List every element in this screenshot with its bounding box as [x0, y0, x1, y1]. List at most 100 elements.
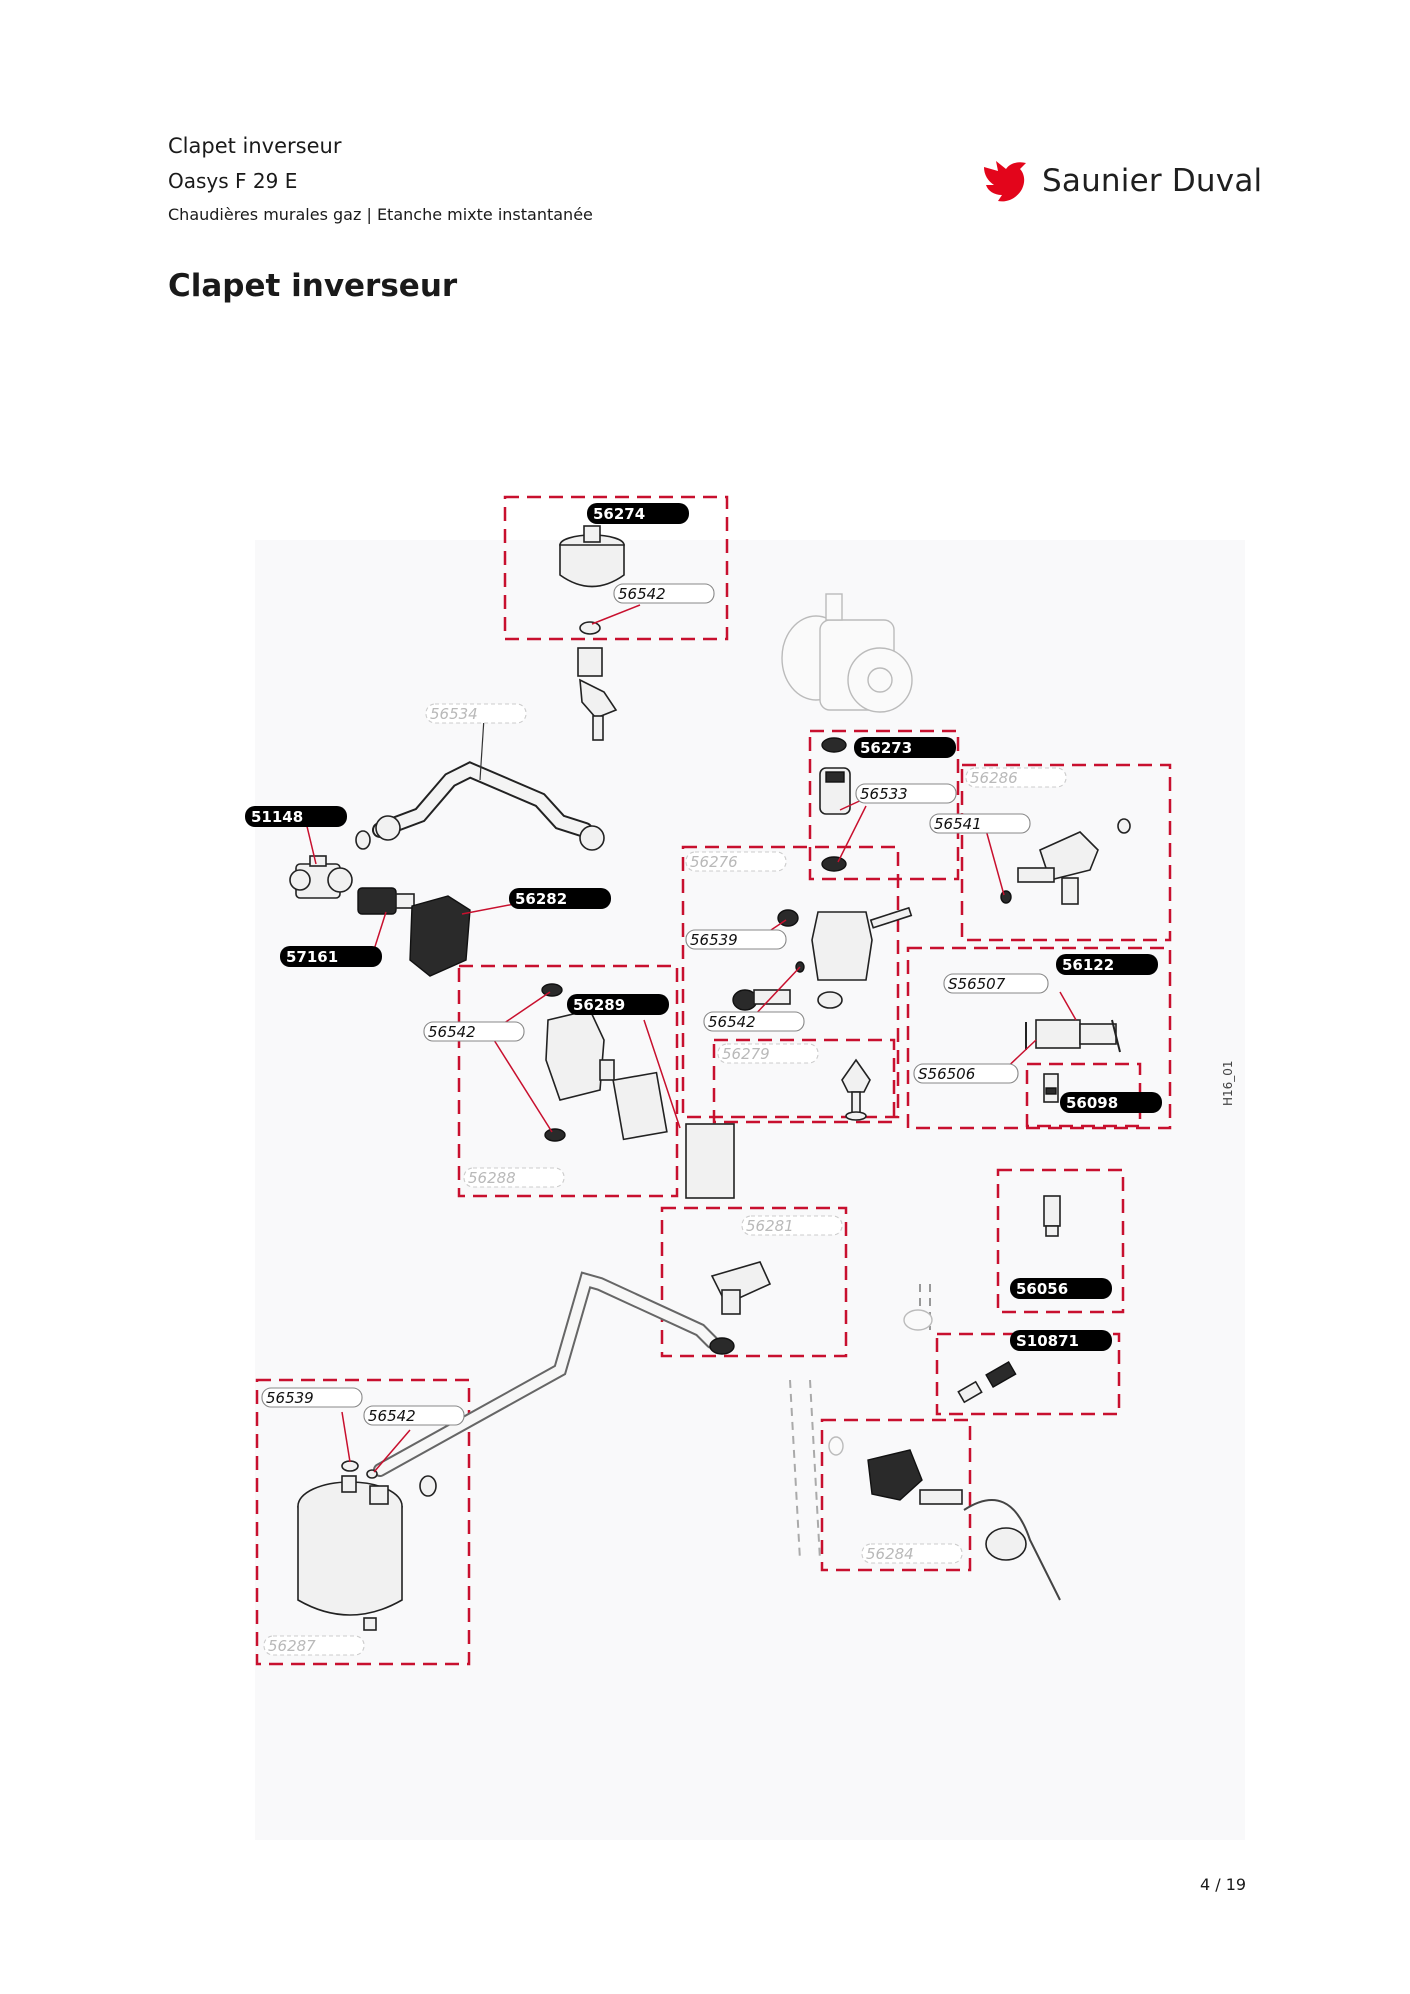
- leader-56542c: [751, 966, 801, 1019]
- svg-text:56542: 56542: [368, 1407, 416, 1425]
- svg-text:56276: 56276: [690, 853, 738, 871]
- pill-56541: 56541: [929, 813, 1031, 834]
- svg-text:S56507: S56507: [948, 975, 1006, 993]
- page-title: Clapet inverseur: [168, 268, 458, 304]
- svg-text:56274: 56274: [593, 505, 645, 523]
- leader-56289: [643, 1019, 681, 1129]
- svg-text:56273: 56273: [860, 739, 912, 757]
- fitting-S56507: [1025, 1019, 1121, 1053]
- washer-hose: [355, 830, 371, 850]
- leader-56534: [479, 717, 485, 781]
- svg-text:56539: 56539: [266, 1389, 314, 1407]
- expansion-tank-56287: [297, 1460, 437, 1631]
- ghost-56276: 56276: [685, 851, 787, 872]
- frame-56281: [660, 1206, 848, 1358]
- spring-valve-56279: [841, 1058, 871, 1121]
- svg-text:56542: 56542: [618, 585, 666, 603]
- cartridge: [357, 887, 415, 915]
- pipe-verticals: [789, 1284, 933, 1561]
- pill-56542c: 56542: [703, 1011, 805, 1032]
- svg-text:56533: 56533: [860, 785, 908, 803]
- ghost-56287: 56287: [263, 1635, 365, 1656]
- sensor-56098: [1043, 1073, 1059, 1103]
- ghost-56281: 56281: [741, 1215, 843, 1236]
- valve-assembly-56273: [819, 737, 851, 872]
- tag-56098: 56098: [1060, 1092, 1162, 1113]
- valve-56286: [1000, 818, 1131, 905]
- frame-56279: [712, 1038, 896, 1124]
- sensor-56056: [1043, 1195, 1061, 1237]
- ghost-56286: 56286: [965, 767, 1067, 788]
- ghost-56534: 56534: [425, 703, 527, 724]
- frame-56122: [906, 946, 1172, 1130]
- three-way-body: [289, 855, 353, 899]
- svg-text:56542: 56542: [708, 1013, 756, 1031]
- svg-text:56541: 56541: [934, 815, 982, 833]
- actuator-motor: [409, 895, 471, 977]
- svg-text:56542: 56542: [428, 1023, 476, 1041]
- tag-56282: 56282: [509, 888, 611, 909]
- svg-text:56098: 56098: [1066, 1094, 1118, 1112]
- nut-right: [579, 825, 605, 851]
- automatic-air-vent: [559, 525, 625, 588]
- pill-56539b: 56539: [261, 1387, 363, 1408]
- pill-56539a: 56539: [685, 929, 787, 950]
- tag-57161: 57161: [280, 946, 382, 967]
- svg-text:51148: 51148: [251, 808, 303, 826]
- svg-text:56281: 56281: [746, 1217, 794, 1235]
- tag-51148: 51148: [245, 806, 347, 827]
- pill-S56506: S56506: [913, 1063, 1019, 1084]
- tag-56122: 56122: [1056, 954, 1158, 975]
- tag-56274: 56274: [587, 503, 689, 524]
- frame-56286: [960, 763, 1172, 942]
- svg-text:56289: 56289: [573, 996, 625, 1014]
- diagram-code: H16_01: [1221, 1060, 1235, 1106]
- svg-text:56288: 56288: [468, 1169, 516, 1187]
- ghost-56279: 56279: [717, 1043, 819, 1064]
- ghost-56284: 56284: [861, 1543, 963, 1564]
- svg-text:56284: 56284: [866, 1545, 914, 1563]
- frame-56288: [457, 964, 679, 1198]
- svg-text:S56506: S56506: [918, 1065, 975, 1083]
- leader-56541: [985, 829, 1005, 896]
- svg-text:56279: 56279: [722, 1045, 770, 1063]
- frame-56273: [808, 729, 960, 881]
- ghost-56288: 56288: [463, 1167, 565, 1188]
- tag-56056: 56056: [1010, 1278, 1112, 1299]
- tag-S10871: S10871: [1010, 1330, 1112, 1351]
- frame-56284: [820, 1418, 972, 1572]
- pill-56542d: 56542: [363, 1405, 465, 1426]
- header-model: Oasys F 29 E: [168, 169, 298, 193]
- svg-text:56539: 56539: [690, 931, 738, 949]
- svg-text:56286: 56286: [970, 769, 1018, 787]
- svg-text:57161: 57161: [286, 948, 338, 966]
- pump: [781, 593, 913, 713]
- pill-56542b: 56542: [423, 1021, 525, 1042]
- frame-56274: [503, 495, 729, 641]
- svg-text:S10871: S10871: [1016, 1332, 1079, 1350]
- frame-56287: [255, 1378, 471, 1666]
- header-category: Clapet inverseur: [168, 134, 342, 158]
- frame-56056: [996, 1168, 1125, 1314]
- tag-56289: 56289: [567, 994, 669, 1015]
- pressure-valve-56281: [709, 1261, 772, 1355]
- page-number: 4 / 19: [1200, 1875, 1247, 1894]
- pill-56533: 56533: [855, 783, 957, 804]
- leader-56542a: [591, 604, 641, 625]
- leader-56542b-down: [493, 1039, 553, 1133]
- flow-sensor-56284: [828, 1436, 1061, 1601]
- svg-text:56056: 56056: [1016, 1280, 1068, 1298]
- diagram-background: [255, 540, 1245, 1840]
- pill-56542a: 56542: [613, 583, 715, 604]
- leader-56533b: [837, 805, 867, 863]
- washer-1: [579, 621, 601, 635]
- svg-text:56534: 56534: [430, 705, 478, 723]
- bird-logo-icon: [984, 161, 1026, 202]
- tag-56273: 56273: [854, 737, 956, 758]
- vent-fitting: [577, 647, 618, 741]
- leader-56542d: [373, 1429, 411, 1473]
- svg-text:56282: 56282: [515, 890, 567, 908]
- header-subtitle: Chaudières murales gaz | Etanche mixte i…: [168, 205, 593, 224]
- nut-left: [375, 815, 401, 841]
